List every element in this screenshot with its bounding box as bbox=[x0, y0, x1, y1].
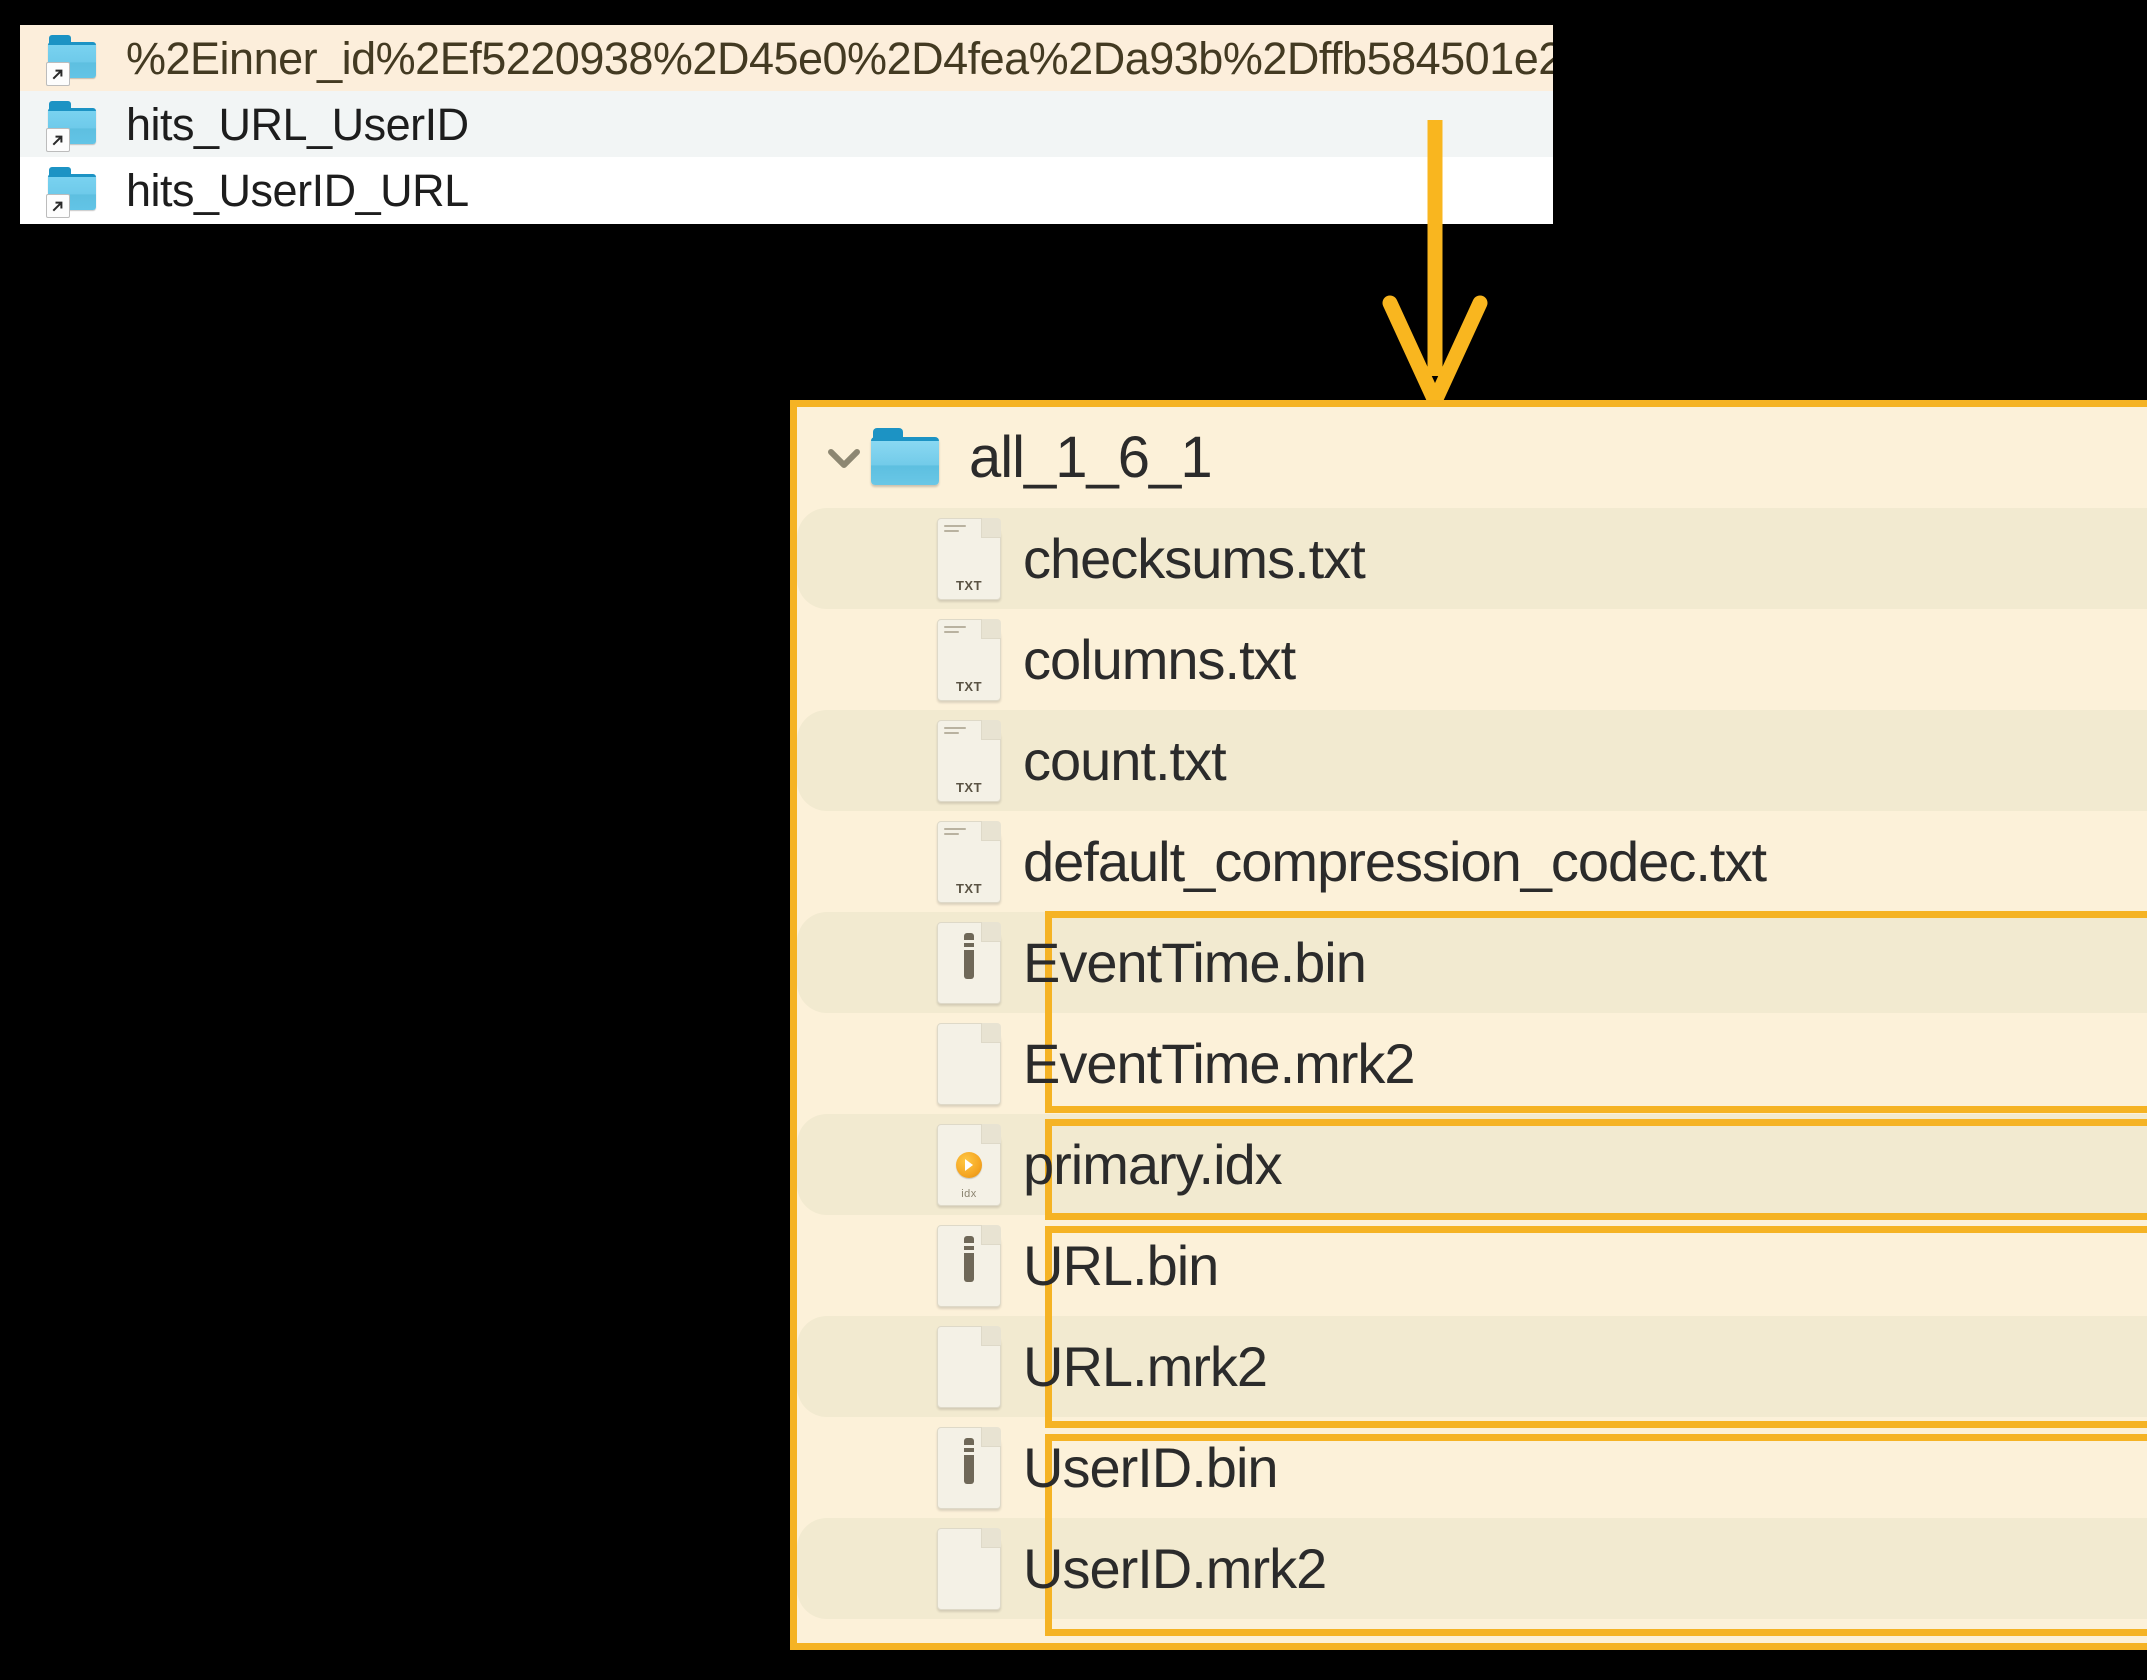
tree-file-label: URL.mrk2 bbox=[1023, 1334, 1268, 1398]
tree-file-label: primary.idx bbox=[1023, 1132, 1283, 1196]
tree-file-label: UserID.mrk2 bbox=[1023, 1536, 1327, 1600]
idx-badge: idx bbox=[961, 1187, 977, 1200]
tree-file-item[interactable]: TXT default_compression_codec.txt bbox=[797, 811, 2147, 912]
tree-file-label: EventTime.bin bbox=[1023, 930, 1367, 994]
txt-file-icon: TXT bbox=[937, 618, 1001, 701]
tree-file-item[interactable]: URL.mrk2 bbox=[797, 1316, 2147, 1417]
bin-file-icon bbox=[937, 1426, 1001, 1509]
txt-badge: TXT bbox=[955, 678, 983, 694]
folder-shortcut-icon bbox=[46, 101, 100, 152]
part-directory-tree-panel[interactable]: all_1_6_1 TXT checksums.txt TXT columns.… bbox=[790, 400, 2147, 1650]
list-item[interactable]: hits_UserID_URL bbox=[20, 157, 1553, 223]
txt-badge: TXT bbox=[955, 779, 983, 795]
doc-file-icon bbox=[937, 1325, 1001, 1408]
tree-file-label: count.txt bbox=[1023, 728, 1227, 792]
chevron-down-icon[interactable] bbox=[817, 431, 871, 485]
txt-file-icon: TXT bbox=[937, 517, 1001, 600]
bin-file-icon bbox=[937, 1224, 1001, 1307]
txt-badge: TXT bbox=[955, 577, 983, 593]
list-item-label: hits_URL_UserID bbox=[126, 98, 469, 150]
txt-file-icon: TXT bbox=[937, 719, 1001, 802]
tree-file-item[interactable]: TXT count.txt bbox=[797, 710, 2147, 811]
tree-file-item[interactable]: EventTime.bin bbox=[797, 912, 2147, 1013]
tree-root-label: all_1_6_1 bbox=[969, 424, 1213, 490]
tree-file-label: URL.bin bbox=[1023, 1233, 1219, 1297]
list-item-label: hits_UserID_URL bbox=[126, 164, 469, 216]
tree-file-item[interactable]: URL.bin bbox=[797, 1215, 2147, 1316]
tree-file-item[interactable]: UserID.bin bbox=[797, 1417, 2147, 1518]
folder-shortcut-icon bbox=[46, 35, 100, 86]
folder-icon bbox=[871, 427, 943, 488]
list-item[interactable]: hits_URL_UserID bbox=[20, 91, 1553, 157]
tree-file-label: UserID.bin bbox=[1023, 1435, 1279, 1499]
tree-file-item[interactable]: TXT checksums.txt bbox=[797, 508, 2147, 609]
database-tables-list[interactable]: %2Einner_id%2Ef5220938%2D45e0%2D4fea%2Da… bbox=[20, 25, 1553, 224]
doc-file-icon bbox=[937, 1022, 1001, 1105]
tree-file-label: EventTime.mrk2 bbox=[1023, 1031, 1416, 1095]
folder-shortcut-icon bbox=[46, 167, 100, 218]
tree-file-label: default_compression_codec.txt bbox=[1023, 829, 1767, 893]
down-arrow-icon bbox=[1380, 118, 1560, 419]
tree-file-item[interactable]: EventTime.mrk2 bbox=[797, 1013, 2147, 1114]
bin-file-icon bbox=[937, 921, 1001, 1004]
txt-badge: TXT bbox=[955, 880, 983, 896]
idx-file-icon: idx bbox=[937, 1123, 1001, 1206]
txt-file-icon: TXT bbox=[937, 820, 1001, 903]
tree-root-item[interactable]: all_1_6_1 bbox=[797, 407, 2147, 508]
tree-file-item[interactable]: UserID.mrk2 bbox=[797, 1518, 2147, 1619]
list-item-label: %2Einner_id%2Ef5220938%2D45e0%2D4fea%2Da… bbox=[126, 32, 1553, 84]
tree-file-item[interactable]: TXT columns.txt bbox=[797, 609, 2147, 710]
tree-file-label: columns.txt bbox=[1023, 627, 1296, 691]
list-item[interactable]: %2Einner_id%2Ef5220938%2D45e0%2D4fea%2Da… bbox=[20, 25, 1553, 91]
tree-file-label: checksums.txt bbox=[1023, 526, 1366, 590]
doc-file-icon bbox=[937, 1527, 1001, 1610]
tree-file-item[interactable]: idx primary.idx bbox=[797, 1114, 2147, 1215]
